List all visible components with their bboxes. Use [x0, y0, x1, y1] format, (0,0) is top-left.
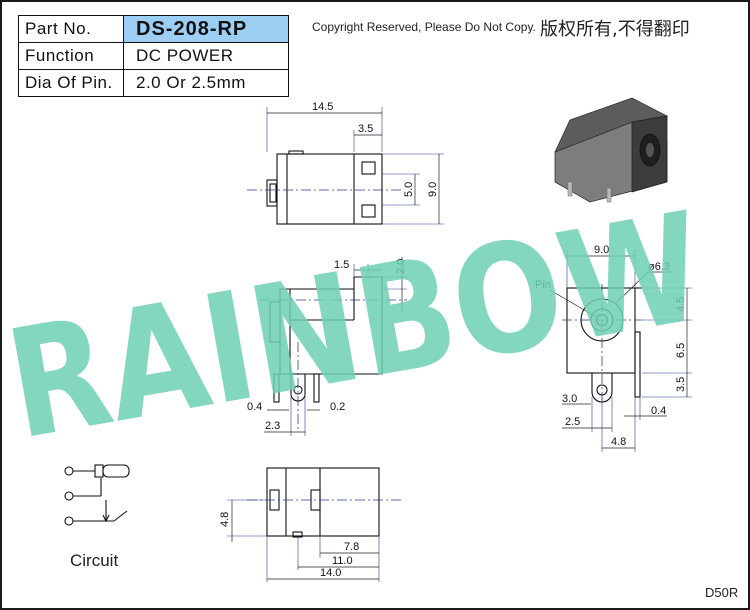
front-pin-label: Pin — [535, 279, 551, 291]
circuit-diagram — [64, 464, 130, 526]
part-number-value: DS-208-RP — [123, 15, 289, 43]
front-view: 9.0 ø6.3 Pin 4.5 6.5 3.5 3.0 2.5 — [535, 244, 692, 452]
dim-top-overall: 14.5 — [312, 101, 333, 113]
dim-top-inner-height: 5.0 — [403, 182, 415, 197]
dim-front-right-pin: 0.4 — [651, 405, 666, 417]
pin-diameter-label: Dia Of Pin. — [18, 69, 124, 97]
circuit-label: Circuit — [70, 551, 119, 570]
drawing-code: D50R — [705, 585, 739, 600]
copyright-notice: Copyright Reserved, Please Do Not Copy. — [312, 20, 536, 34]
dim-front-diameter: ø6.3 — [648, 261, 670, 273]
dim-bottom-height: 4.8 — [219, 512, 231, 527]
part-number-label: Part No. — [18, 15, 124, 43]
dim-side-pin-spacing: 2.3 — [265, 420, 280, 432]
dim-bottom-d3: 14.0 — [320, 567, 341, 579]
dim-bottom-d2: 11.0 — [332, 555, 353, 567]
dim-side-top-step: 1.5 — [334, 259, 349, 271]
bottom-view-body — [266, 467, 380, 537]
product-3d-image — [554, 97, 669, 203]
dim-side-pin-right: 0.2 — [330, 401, 345, 413]
dim-front-lower: 3.5 — [675, 377, 687, 392]
dim-side-step-height: 2.0 — [395, 259, 407, 274]
dim-front-left-offset: 2.5 — [565, 416, 580, 428]
side-view: 1.5 2.0 0.4 0.2 2.3 — [247, 257, 407, 436]
dim-front-upper: 4.5 — [675, 297, 687, 312]
dim-bottom-d1: 7.8 — [344, 541, 359, 553]
info-table: Part No. DS-208-RP Function DC POWER Dia… — [18, 15, 289, 97]
dim-front-bottom: 4.8 — [611, 436, 626, 448]
copyright-notice-chinese: 版权所有,不得翻印 — [540, 19, 690, 40]
top-view-body — [276, 153, 383, 225]
dim-front-width: 9.0 — [594, 244, 609, 256]
pin-diameter-value: 2.0 Or 2.5mm — [123, 69, 289, 97]
top-view: 14.5 3.5 5.0 9.0 — [247, 101, 444, 225]
dim-front-left-pin: 3.0 — [562, 393, 577, 405]
front-view-body — [566, 287, 636, 374]
part-number-row: Part No. DS-208-RP — [18, 15, 289, 43]
function-label: Function — [18, 42, 124, 70]
dim-front-middle: 6.5 — [675, 343, 687, 358]
pin-diameter-row: Dia Of Pin. 2.0 Or 2.5mm — [18, 69, 289, 97]
bottom-view: 4.8 7.8 11.0 14.0 — [219, 467, 402, 582]
dim-top-right-part: 3.5 — [358, 123, 373, 135]
dim-side-pin-left: 0.4 — [247, 401, 262, 413]
dim-top-overall-height: 9.0 — [427, 182, 439, 197]
